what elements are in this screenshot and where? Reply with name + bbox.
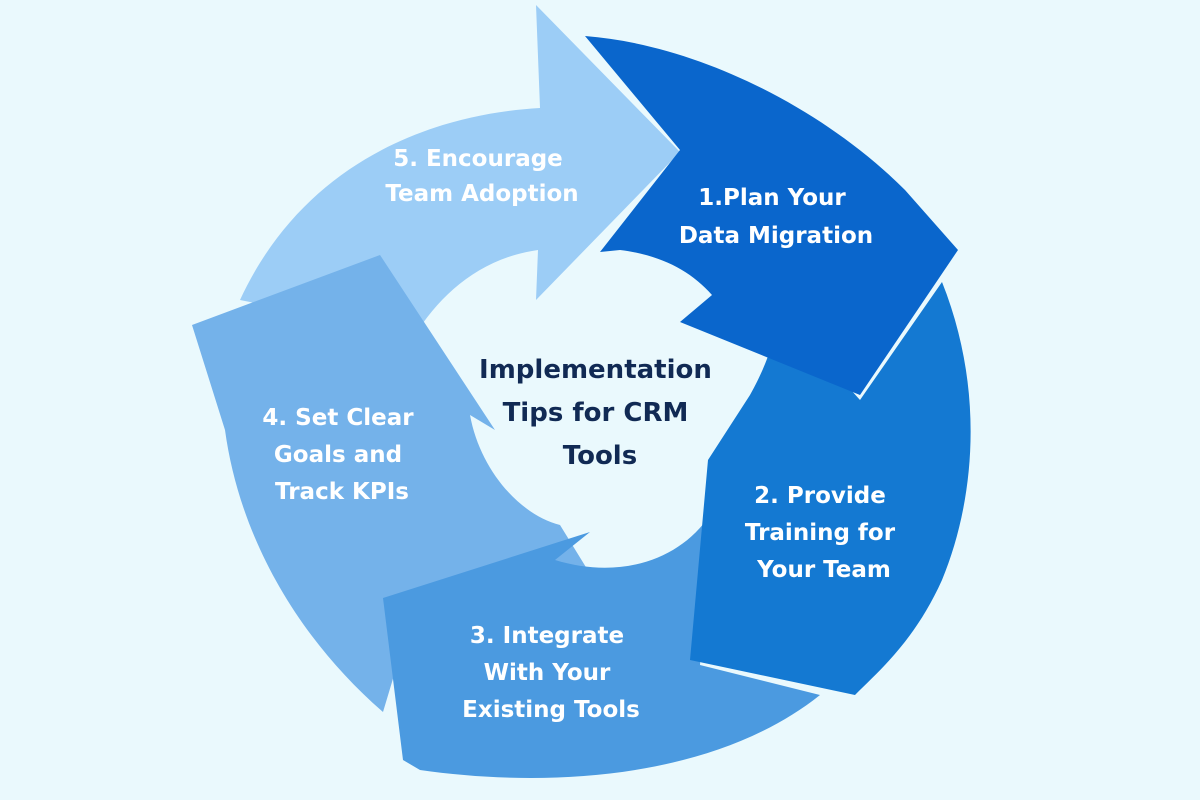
step-5-label: 5. Encourage Team Adoption — [385, 146, 578, 207]
step-2-label: 2. Provide Training for Your Team — [745, 483, 903, 583]
step-4-label-line: Goals and — [274, 442, 402, 468]
step-1-arrow-segment — [585, 36, 958, 395]
step-1-label-line: 1.Plan Your — [698, 185, 846, 211]
step-1-label-line: Data Migration — [679, 223, 873, 249]
center-title-line: Tips for CRM — [503, 398, 689, 428]
step-3-label-line: 3. Integrate — [470, 623, 624, 649]
step-2-label-line: 2. Provide — [754, 483, 886, 509]
step-5-arrow-segment — [240, 5, 680, 335]
step-2-label-line: Training for — [745, 520, 896, 546]
step-3-label: 3. Integrate With Your Existing Tools — [462, 623, 640, 723]
step-2-label-line: Your Team — [756, 557, 891, 583]
step-4-label-line: 4. Set Clear — [262, 405, 414, 431]
center-title-line: Implementation — [479, 355, 712, 385]
step-2-arrow-segment — [690, 282, 971, 695]
step-5-label-line: Team Adoption — [385, 181, 578, 207]
step-5-label-line: 5. Encourage — [393, 146, 563, 172]
center-title: Implementation Tips for CRM Tools — [479, 355, 721, 471]
step-1-label: 1.Plan Your Data Migration — [679, 185, 873, 249]
step-3-label-line: Existing Tools — [462, 697, 640, 723]
step-3-arrow-segment — [383, 515, 820, 778]
step-4-label: 4. Set Clear Goals and Track KPIs — [262, 405, 421, 505]
step-4-label-line: Track KPIs — [275, 479, 409, 505]
step-3-label-line: With Your — [484, 660, 611, 686]
center-title-line: Tools — [563, 441, 637, 471]
